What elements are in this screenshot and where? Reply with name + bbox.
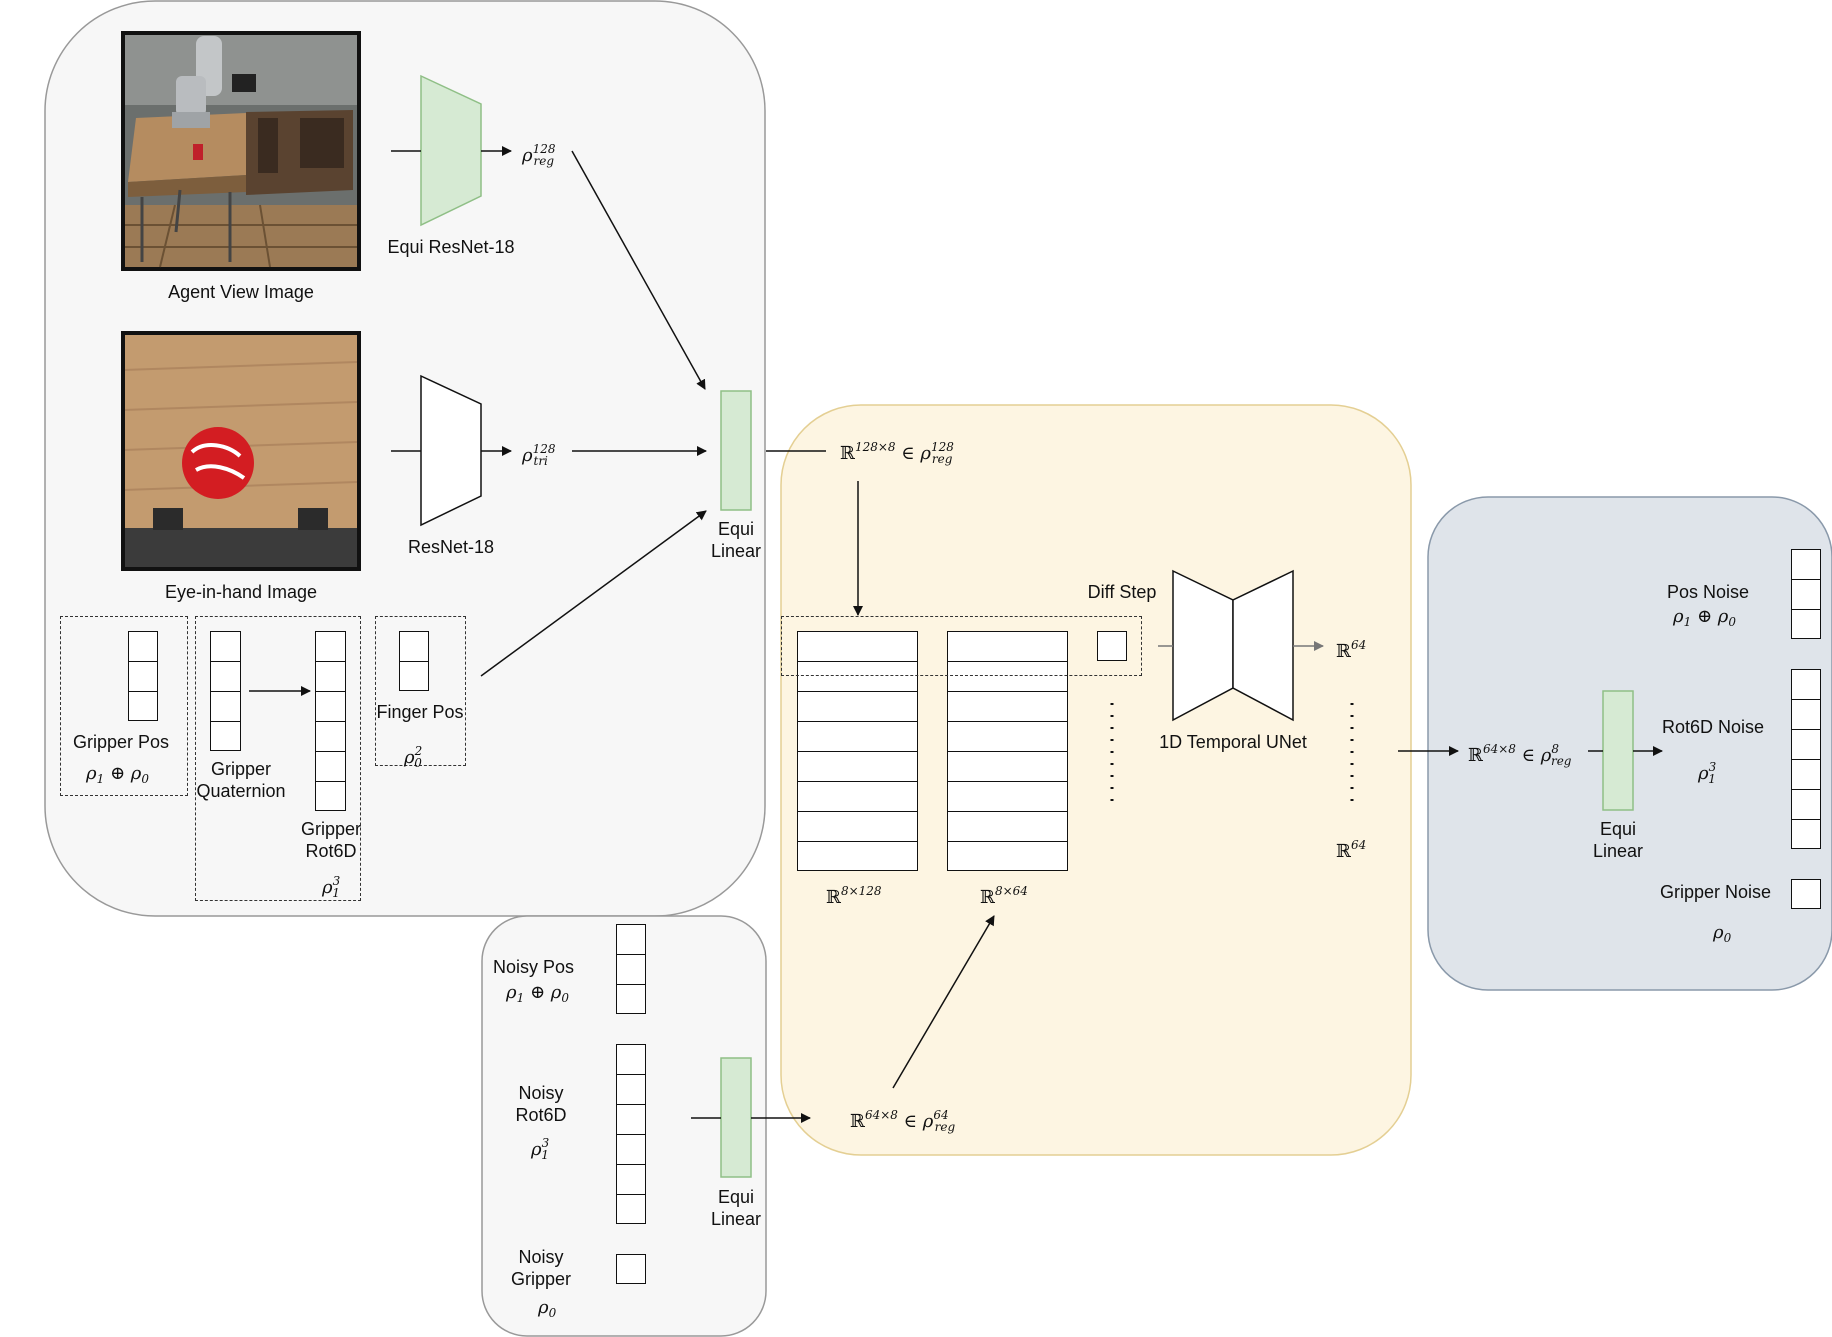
- matrix-8x128-label: ℝ8×128: [826, 884, 882, 908]
- equi-linear-label-top-2: Linear: [710, 541, 762, 561]
- arrow-noise-feature-up: [892, 915, 995, 1089]
- rot6d-noise-vector: [1791, 669, 1821, 849]
- feature-matrix-8x64: [947, 631, 1068, 871]
- rot6d-noise-rep: ρ31: [1698, 760, 1717, 786]
- output-space-rep: ℝ64×8 ∈ ρ8reg: [1468, 742, 1572, 768]
- finger-pos-group: [375, 616, 466, 766]
- agent-view-caption: Agent View Image: [168, 282, 314, 302]
- finger-pos-vector: [399, 631, 429, 691]
- noisy-pos-label: Noisy Pos: [492, 957, 575, 977]
- equi-linear-block-output: [1602, 690, 1634, 811]
- equi-resnet-output-rep: ρ128reg: [522, 142, 556, 168]
- noisy-pos-rep: ρ1 ⊕ ρ0: [506, 982, 570, 1005]
- noise-feature-rep: ℝ64×8 ∈ ρ64reg: [850, 1108, 956, 1134]
- gripper-quaternion-label-1: Gripper: [210, 759, 272, 779]
- feature-matrix-8x128: [797, 631, 918, 871]
- finger-pos-label: Finger Pos: [376, 702, 464, 722]
- unet-block-right: [1232, 569, 1294, 722]
- rot6d-noise-label: Rot6D Noise: [1661, 717, 1765, 737]
- agent-view-image: [121, 31, 361, 271]
- equi-linear-label-top-1: Equi: [717, 519, 755, 539]
- gripper-pos-group: [60, 616, 188, 796]
- eye-in-hand-image: [121, 331, 361, 571]
- arrow-reg-to-equi-linear: [571, 150, 706, 390]
- finger-pos-rep: ρ20: [404, 744, 423, 770]
- diff-step-cell: [1097, 631, 1127, 661]
- pos-noise-label: Pos Noise: [1666, 582, 1750, 602]
- noisy-gripper-rep: ρ0: [538, 1297, 557, 1320]
- matrix-8x64-label: ℝ8×64: [980, 884, 1028, 908]
- unet-output-dim-2: ℝ64: [1336, 838, 1367, 862]
- resnet-label: ResNet-18: [407, 537, 495, 557]
- arrow-finger-to-equi-linear: [480, 510, 707, 677]
- gripper-noise-label: Gripper Noise: [1659, 882, 1772, 902]
- resnet-block: [420, 374, 482, 527]
- equi-linear-label-output-2: Linear: [1592, 841, 1644, 861]
- eye-in-hand-caption: Eye-in-hand Image: [164, 582, 318, 602]
- gripper-pos-rep: ρ1 ⊕ ρ0: [86, 763, 150, 786]
- gripper-rot6d-label-2: Rot6D: [305, 841, 357, 861]
- gripper-quaternion-label-2: Quaternion: [196, 781, 286, 801]
- gripper-rot6d-rep: ρ31: [322, 874, 341, 900]
- gripper-rot6d-vector: [315, 631, 346, 811]
- equi-linear-label-noise-1: Equi: [717, 1187, 755, 1207]
- noisy-gripper-label-2: Gripper: [510, 1269, 572, 1289]
- equi-resnet-label: Equi ResNet-18: [387, 237, 515, 257]
- gripper-quaternion-vector: [210, 631, 241, 751]
- noisy-rot6d-rep: ρ31: [531, 1136, 550, 1162]
- gripper-rotation-group: [195, 616, 361, 901]
- noisy-rot6d-label-1: Noisy: [518, 1083, 564, 1103]
- equi-linear-block-noise: [720, 1057, 752, 1178]
- gripper-noise-cell: [1791, 879, 1821, 909]
- equi-linear-label-output-1: Equi: [1599, 819, 1637, 839]
- resnet-output-rep: ρ128tri: [522, 442, 556, 468]
- noisy-rot6d-vector: [616, 1044, 646, 1224]
- pos-noise-rep: ρ1 ⊕ ρ0: [1673, 606, 1737, 629]
- noisy-gripper-cell: [616, 1254, 646, 1284]
- gripper-pos-vector: [128, 631, 158, 721]
- gripper-rot6d-label-1: Gripper: [300, 819, 362, 839]
- noisy-pos-vector: [616, 924, 646, 1014]
- equi-linear-label-noise-2: Linear: [710, 1209, 762, 1229]
- pos-noise-vector: [1791, 549, 1821, 639]
- feature-space-rep-top: ℝ128×8 ∈ ρ128reg: [840, 440, 954, 466]
- diff-step-label: Diff Step: [1087, 582, 1157, 602]
- gripper-pos-label: Gripper Pos: [72, 732, 170, 752]
- unet-input-row-group: [781, 616, 1142, 676]
- unet-label: 1D Temporal UNet: [1159, 732, 1307, 752]
- gripper-noise-rep: ρ0: [1713, 922, 1732, 945]
- noisy-gripper-label-1: Noisy: [518, 1247, 564, 1267]
- equi-linear-block-top: [720, 390, 752, 511]
- unet-output-dim-1: ℝ64: [1336, 638, 1367, 662]
- equi-resnet-block: [420, 74, 482, 227]
- noisy-rot6d-label-2: Rot6D: [515, 1105, 567, 1125]
